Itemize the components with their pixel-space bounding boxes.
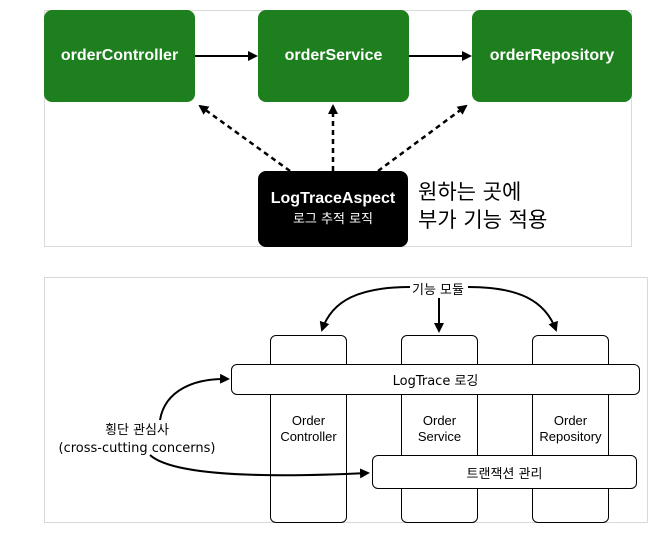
order-repository-label: Order Repository bbox=[539, 413, 602, 444]
apply-note-line1: 원하는 곳에 bbox=[418, 180, 522, 204]
apply-note: 원하는 곳에 부가 기능 적용 bbox=[418, 178, 547, 234]
dashed-arrow-to-repository bbox=[377, 104, 468, 173]
aspect-title: LogTraceAspect bbox=[270, 190, 396, 207]
order-service-label: Order Service bbox=[417, 413, 462, 444]
order-repository-box: orderRepository bbox=[472, 10, 632, 102]
module-arrow-right bbox=[467, 286, 558, 332]
logtrace-logging-bar: LogTrace 로깅 bbox=[231, 364, 640, 395]
order-controller-box: orderController bbox=[44, 10, 195, 102]
module-arrow-left bbox=[319, 286, 411, 332]
apply-note-line2: 부가 기능 적용 bbox=[418, 208, 548, 232]
top-arrows bbox=[195, 51, 472, 173]
aspect-subtitle: 로그 추적 로직 bbox=[292, 212, 374, 227]
cross-cutting-label: 횡단 관심사 (cross-cutting concerns) bbox=[46, 422, 228, 458]
log-trace-aspect-box: LogTraceAspect 로그 추적 로직 bbox=[258, 171, 408, 247]
dashed-arrow-to-controller bbox=[198, 104, 291, 173]
cross-cutting-label-line2: (cross-cutting concerns) bbox=[58, 441, 216, 456]
transaction-management-bar: 트랜잭션 관리 bbox=[372, 455, 637, 489]
order-controller-label: Order Controller bbox=[280, 413, 337, 444]
cross-cutting-arrow-transaction bbox=[149, 454, 370, 479]
cross-cutting-label-line1: 횡단 관심사 bbox=[105, 423, 169, 438]
module-label: 기능 모듈 bbox=[410, 279, 466, 298]
cross-cutting-arrow-logtrace bbox=[159, 373, 230, 421]
order-service-box: orderService bbox=[258, 10, 409, 102]
